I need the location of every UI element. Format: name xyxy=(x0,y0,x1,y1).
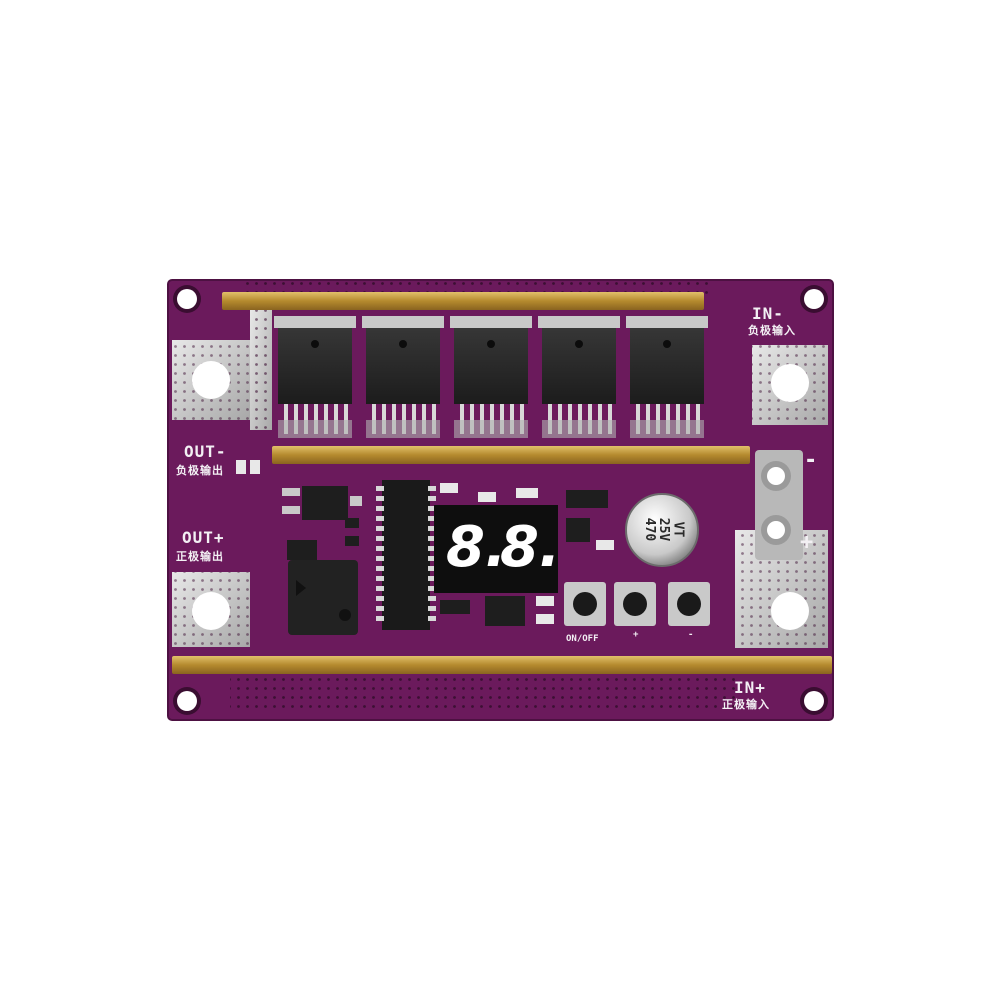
buzzer xyxy=(288,560,358,635)
left-components xyxy=(236,460,362,560)
tactile-button[interactable] xyxy=(614,582,656,626)
capacitor-series: VT xyxy=(670,521,686,538)
display-digit-2: 8. xyxy=(500,515,561,580)
copper-bus-bottom xyxy=(172,656,832,674)
btn-minus-label: - xyxy=(688,630,694,640)
copper-bus-middle xyxy=(272,446,750,464)
mosfet xyxy=(538,316,620,438)
power-minus-label: - xyxy=(804,448,818,473)
out-plus-label: OUT+ xyxy=(182,528,225,547)
mosfet xyxy=(626,316,708,438)
driver-ic xyxy=(376,480,436,630)
seven-segment-display xyxy=(434,505,558,593)
electrolytic-capacitor xyxy=(625,493,699,567)
capacitor-value: 470 xyxy=(642,517,658,542)
out-minus-label: OUT- xyxy=(184,442,227,461)
tactile-button[interactable] xyxy=(564,582,606,626)
mounting-holes xyxy=(173,285,828,715)
out-plus-cn-label: 正极输出 xyxy=(176,550,224,563)
tactile-button[interactable] xyxy=(668,582,710,626)
mosfet-row xyxy=(274,316,708,438)
mosfet xyxy=(362,316,444,438)
in-minus-label: IN- xyxy=(752,304,784,323)
in-plus-cn-label: 正极输入 xyxy=(722,698,770,711)
copper-bus-top xyxy=(222,292,704,310)
terminal-pads xyxy=(172,310,828,648)
bottom-via-field xyxy=(230,676,740,714)
power-input-terminals xyxy=(755,450,803,560)
pcb-edge-shade xyxy=(167,279,834,721)
smd-parts xyxy=(440,483,614,626)
in-minus-cn-label: 负极输入 xyxy=(748,324,796,337)
capacitor-voltage: 25V xyxy=(656,517,672,542)
display-digit-1: 8. xyxy=(446,515,507,580)
btn-plus-label: + xyxy=(633,630,639,640)
on-off-label: ON/OFF xyxy=(566,634,599,644)
power-plus-label: + xyxy=(800,530,814,555)
out-minus-cn-label: 负极输出 xyxy=(176,464,224,477)
tactile-buttons xyxy=(564,582,710,626)
in-plus-label: IN+ xyxy=(734,678,766,697)
mosfet xyxy=(274,316,356,438)
mosfet xyxy=(450,316,532,438)
